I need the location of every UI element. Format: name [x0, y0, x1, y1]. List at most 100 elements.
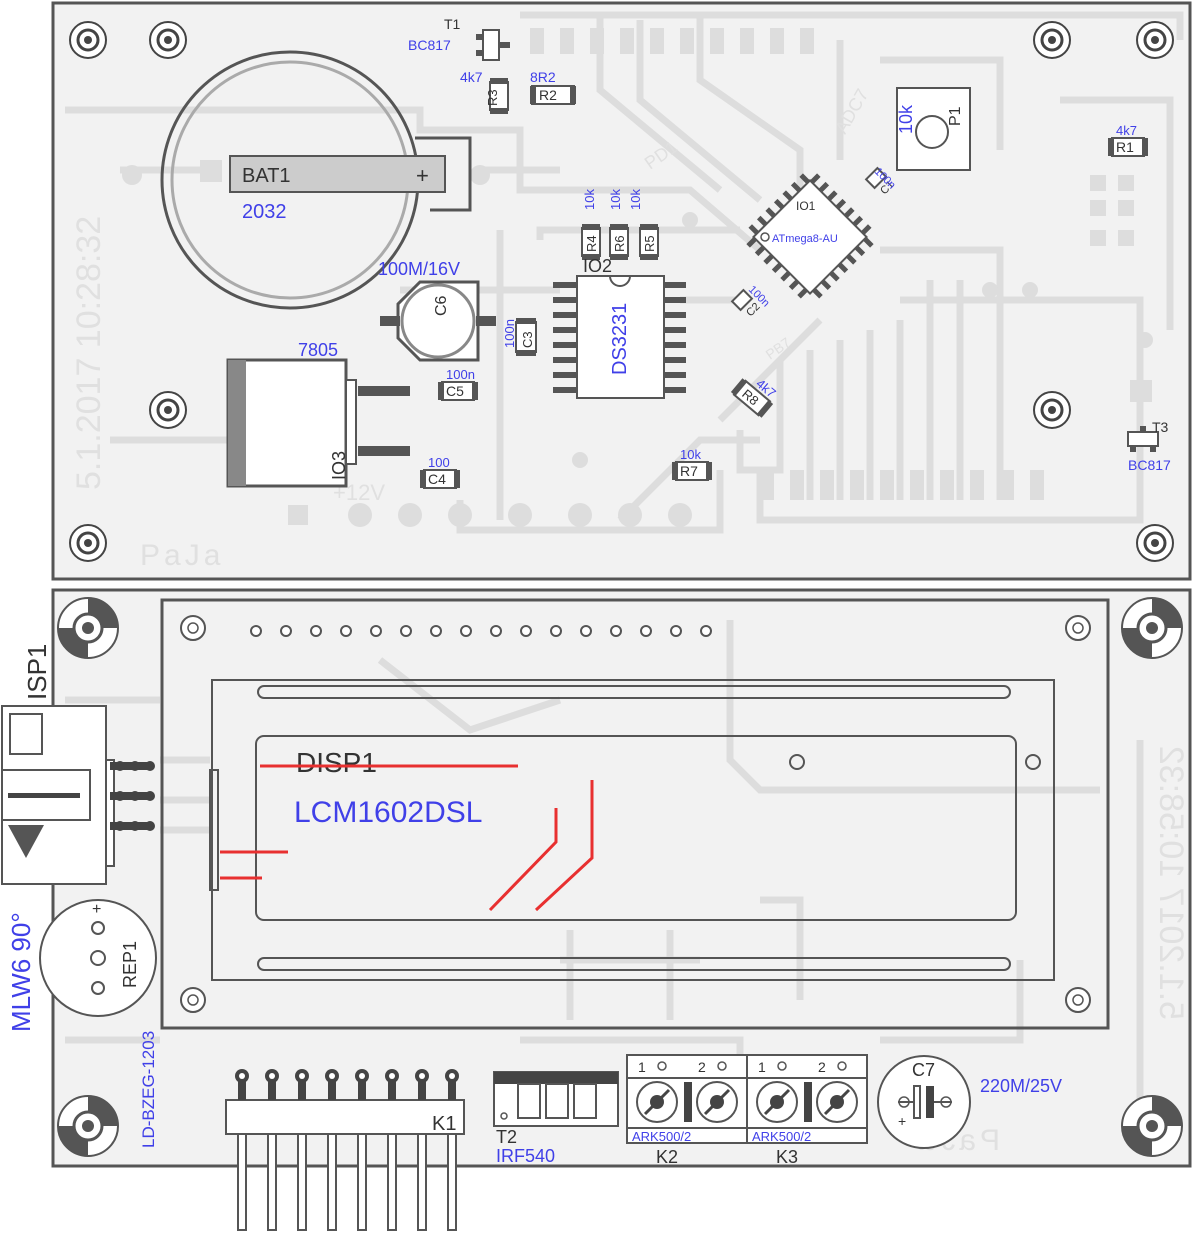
- c4-ref: C4: [428, 471, 446, 487]
- k3-pin2-label: 2: [818, 1059, 826, 1075]
- io1-ref: IO1: [796, 199, 816, 213]
- isp1-ref: ISP1: [22, 644, 52, 700]
- capacitor-c4: C4 100: [420, 455, 460, 489]
- r5-ref: R5: [642, 235, 657, 252]
- r1-value: 4k7: [1116, 123, 1137, 138]
- r6-value: 10k: [608, 189, 623, 210]
- t2-value: IRF540: [496, 1146, 555, 1166]
- c6-ref: C6: [433, 295, 450, 316]
- top-mounting-holes: [69, 21, 1174, 562]
- resistor-r6: R6 10k: [608, 189, 629, 260]
- k3-value: ARK500/2: [752, 1129, 811, 1144]
- k1-ref: K1: [432, 1113, 456, 1135]
- ic-io1: [746, 173, 874, 299]
- isp1-value: MLW6 90°: [6, 912, 36, 1032]
- isp-pins: [110, 761, 155, 831]
- author-ghost-text: PaJa: [140, 539, 224, 572]
- rep1-value: LD-BZEG-1203: [139, 1031, 158, 1148]
- mount-hole: [1033, 391, 1071, 429]
- disp1-ref: DISP1: [296, 747, 377, 778]
- r3-ref: R3: [485, 89, 500, 106]
- mount-hole: [1136, 524, 1174, 562]
- r6-ref: R6: [612, 235, 627, 252]
- regulator-io3: IO3 7805: [226, 340, 410, 488]
- battery-plus-icon: +: [416, 163, 429, 188]
- io1-value: ATmega8-AU: [772, 233, 838, 245]
- io2-value: DS3231: [609, 303, 631, 375]
- mount-hole: [149, 391, 187, 429]
- c5-value: 100n: [446, 367, 475, 382]
- mount-hole: [69, 21, 107, 59]
- terminal-k3: 1 2 ARK500/2 K3: [746, 1054, 868, 1167]
- rep1-plus-icon: +: [92, 901, 101, 918]
- resistor-r3: R3 4k7: [460, 69, 509, 114]
- capacitor-c7: + C7 220M/25V: [877, 1055, 1062, 1149]
- mount-hole-quartered: [1121, 597, 1183, 659]
- capacitor-c2: C2: [730, 288, 763, 319]
- c5-ref: C5: [446, 383, 464, 399]
- k3-ref: K3: [776, 1147, 798, 1167]
- ic-io2: IO2 DS3231: [553, 256, 686, 399]
- t1-ref: T1: [444, 16, 461, 32]
- bottom-mounting-holes: [57, 597, 1183, 1157]
- r1-ref: R1: [1116, 139, 1134, 155]
- resistor-r4: R4 10k: [581, 189, 601, 260]
- r2-ref: R2: [539, 87, 557, 103]
- r7-value: 10k: [680, 447, 701, 462]
- c3-value: 100n: [502, 319, 517, 348]
- top-board: 5.1.2017 10:28:32 PaJa +12V PD1 ADC7 PB7…: [51, 1, 1192, 581]
- bat1-ref: BAT1: [242, 165, 291, 187]
- io3-ref: IO3: [329, 451, 349, 480]
- red-jumper-traces: [220, 764, 594, 912]
- r5-value: 10k: [628, 189, 643, 210]
- bottom-board: 5.1.2017 10:58:32 PaJa: [1, 588, 1192, 1231]
- rep1-ref: REP1: [120, 941, 140, 988]
- r3-value: 4k7: [460, 69, 483, 85]
- resistor-r7: R7 10k: [672, 447, 712, 481]
- pin1-triangle-icon: [8, 825, 44, 858]
- mount-hole: [149, 21, 187, 59]
- t2-ref: T2: [496, 1127, 517, 1147]
- disp1-value: LCM1602DSL: [294, 796, 482, 829]
- capacitor-c6: C6 100M/16V: [378, 259, 496, 362]
- mount-hole: [1136, 21, 1174, 59]
- transistor-t3: T3 BC817: [1127, 419, 1171, 473]
- lcd-display-disp1: DISP1 LCM1602DSL: [160, 598, 1110, 1030]
- c7-plus-icon: +: [898, 1113, 906, 1129]
- io2-ref: IO2: [583, 256, 612, 276]
- buzzer-rep1: + REP1 LD-BZEG-1203: [39, 899, 158, 1148]
- r4-ref: R4: [584, 235, 599, 252]
- c7-ref: C7: [912, 1060, 935, 1080]
- mount-hole: [1033, 21, 1071, 59]
- k2-pin2-label: 2: [698, 1059, 706, 1075]
- c7-value: 220M/25V: [980, 1076, 1062, 1096]
- transistor-t1: T1 BC817: [408, 16, 510, 61]
- p1-value: 10k: [896, 104, 916, 134]
- r7-ref: R7: [680, 463, 698, 479]
- resistor-r2: R2 8R2: [530, 69, 576, 105]
- pin-header-k1: K1: [225, 1069, 465, 1231]
- battery-bat1: + BAT1 2032: [160, 50, 472, 310]
- top-ghost-pads: [122, 28, 1153, 527]
- io1-pin1-mark: [760, 232, 770, 242]
- t3-value: BC817: [1128, 457, 1171, 473]
- p1-ref: P1: [947, 106, 964, 126]
- bottom-traces: [65, 620, 1144, 1120]
- transistor-t2: T2 IRF540: [493, 1071, 619, 1166]
- mount-hole-quartered: [1121, 1095, 1183, 1157]
- r2-value: 8R2: [530, 69, 556, 85]
- t1-value: BC817: [408, 37, 451, 53]
- capacitor-c5: C5 100n: [438, 367, 478, 401]
- c3-ref: C3: [520, 331, 535, 348]
- bat1-value: 2032: [242, 201, 287, 223]
- mount-hole: [69, 524, 107, 562]
- capacitor-c3: C3 100n: [502, 318, 537, 356]
- k2-ref: K2: [656, 1147, 678, 1167]
- date-ghost-text: 5.1.2017 10:28:32: [70, 216, 108, 490]
- trimmer-p1: P1 10k: [896, 87, 971, 171]
- k3-pin1-label: 1: [758, 1059, 766, 1075]
- k2-pin1-label: 1: [638, 1059, 646, 1075]
- io3-value: 7805: [298, 340, 338, 360]
- r4-value: 10k: [582, 189, 597, 210]
